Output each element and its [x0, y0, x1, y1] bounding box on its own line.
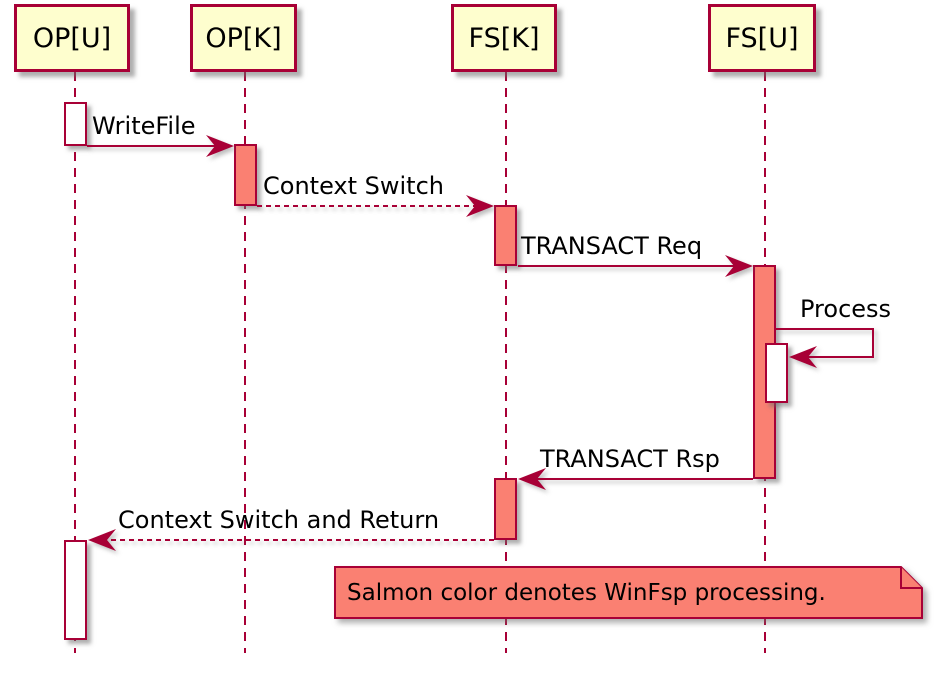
activation-op-u-return: [64, 540, 87, 640]
note-text: Salmon color denotes WinFsp processing.: [347, 579, 826, 606]
activation-fs-k-response: [494, 478, 517, 540]
message-label-writefile: WriteFile: [92, 112, 196, 140]
participant-box-fs-u: FS[U]: [708, 4, 816, 72]
activation-fs-u-process: [765, 343, 788, 403]
message-label-context-switch: Context Switch: [263, 172, 444, 200]
note-fold-corner-icon: [900, 567, 922, 589]
arrowhead-left-icon: [789, 346, 817, 368]
participant-box-fs-k: FS[K]: [451, 4, 557, 72]
message-label-context-switch-return: Context Switch and Return: [118, 506, 440, 534]
note-shape: [334, 566, 923, 619]
lifeline-op-k: [244, 72, 246, 653]
arrowhead-left-icon: [88, 529, 116, 551]
note-salmon-legend: Salmon color denotes WinFsp processing.: [334, 566, 923, 619]
activation-op-k: [234, 144, 257, 206]
message-label-transact-rsp: TRANSACT Rsp: [540, 445, 720, 473]
arrowhead-right-icon: [206, 135, 234, 157]
arrow-process-self: [776, 328, 874, 368]
arrowhead-right-icon: [725, 255, 753, 277]
lifeline-op-u: [74, 72, 76, 653]
lifeline-fs-k: [505, 72, 507, 653]
activation-op-u-send: [64, 102, 87, 146]
participant-box-op-u: OP[U]: [14, 4, 130, 72]
activation-fs-k-request: [494, 205, 517, 266]
participant-label: FS[U]: [725, 22, 799, 54]
participant-box-op-k: OP[K]: [190, 4, 297, 72]
participant-label: OP[K]: [205, 22, 282, 54]
participant-label: OP[U]: [32, 22, 112, 54]
message-label-transact-req: TRANSACT Req: [521, 232, 703, 260]
message-label-process: Process: [800, 295, 892, 323]
arrowhead-right-icon: [466, 195, 494, 217]
participant-label: FS[K]: [468, 22, 540, 54]
